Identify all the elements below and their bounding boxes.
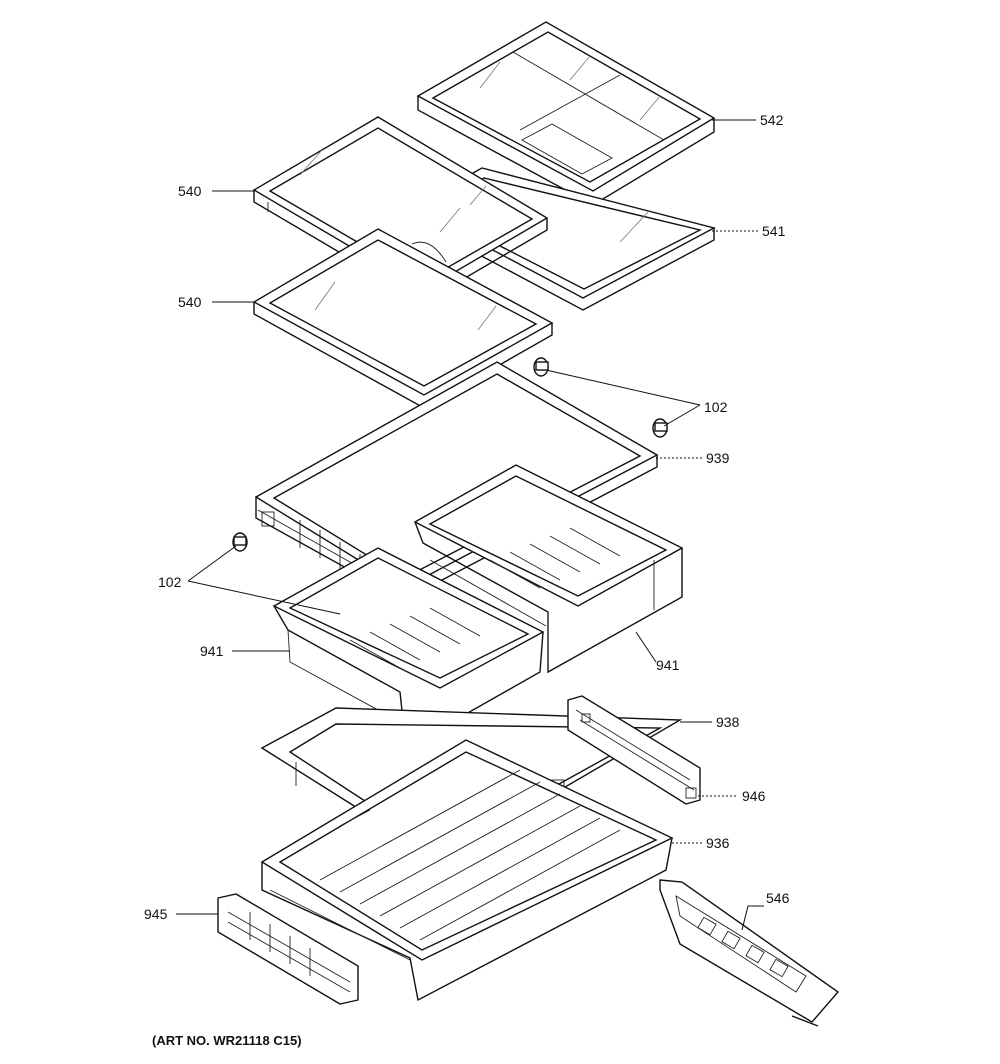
callout-939: 939 xyxy=(706,450,730,466)
leader-lines xyxy=(176,119,764,931)
art-number: (ART NO. WR21118 C15) xyxy=(152,1033,302,1048)
callout-945: 945 xyxy=(144,906,168,922)
callout-946: 946 xyxy=(742,788,766,804)
pin-102-upper[interactable] xyxy=(533,357,668,438)
pan-936[interactable] xyxy=(260,739,674,1002)
callout-labels: 542 540 541 540 102 939 102 941 941 938 … xyxy=(144,112,790,1048)
callout-540-upper: 540 xyxy=(178,183,202,199)
callout-546: 546 xyxy=(766,890,790,906)
callout-542: 542 xyxy=(760,112,784,128)
drawer-941-right[interactable] xyxy=(413,464,684,674)
grille-945[interactable] xyxy=(217,893,359,1005)
callout-541: 541 xyxy=(762,223,786,239)
callout-102-upper: 102 xyxy=(704,399,728,415)
callout-941-right: 941 xyxy=(656,657,680,673)
slide-rail-946[interactable] xyxy=(567,695,701,805)
callout-540-lower: 540 xyxy=(178,294,202,310)
callout-938: 938 xyxy=(716,714,740,730)
callout-941-left: 941 xyxy=(200,643,224,659)
drawer-941-left[interactable] xyxy=(272,547,545,750)
callout-102-lower: 102 xyxy=(158,574,182,590)
callout-936: 936 xyxy=(706,835,730,851)
panel-546[interactable] xyxy=(659,879,840,1027)
